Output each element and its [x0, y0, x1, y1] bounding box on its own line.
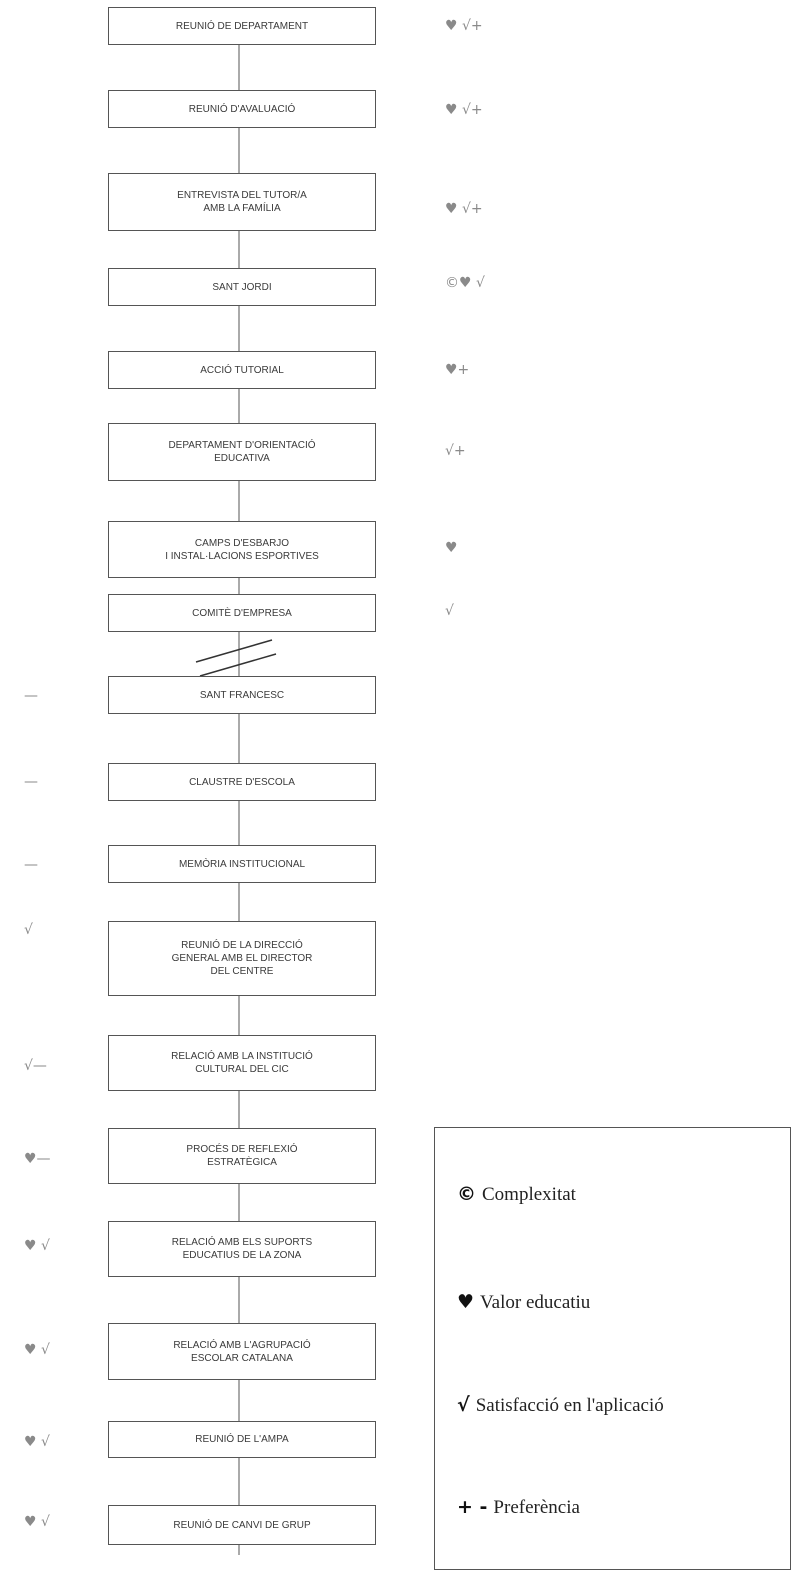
step-box-orientacio: DEPARTAMENT D'ORIENTACIÓ EDUCATIVA: [108, 423, 376, 481]
legend-box: © Complexitat ♥Valor educatiu √Satisfacci…: [434, 1127, 791, 1570]
step-marks-accio-tutorial: ♥+: [445, 362, 470, 378]
step-box-sant-francesc: SANT FRANCESC: [108, 676, 376, 714]
step-box-sant-jordi: SANT JORDI: [108, 268, 376, 306]
step-label: CAMPS D'ESBARJO I INSTAL·LACIONS ESPORTI…: [165, 537, 319, 562]
step-box-direccio-general: REUNIÓ DE LA DIRECCIÓ GENERAL AMB EL DIR…: [108, 921, 376, 996]
legend-row-satisfaction: √Satisfacció en l'aplicació: [457, 1394, 664, 1417]
step-box-entrevista: ENTREVISTA DEL TUTOR/A AMB LA FAMÍLIA: [108, 173, 376, 231]
break-mark-line-2: [199, 653, 277, 677]
legend-row-complexity: © Complexitat: [457, 1183, 576, 1206]
step-label: DEPARTAMENT D'ORIENTACIÓ EDUCATIVA: [168, 440, 316, 464]
step-marks-agrupacio-escolar: ♥ √: [24, 1342, 50, 1358]
step-box-memoria: MEMÒRIA INSTITUCIONAL: [108, 845, 376, 883]
step-label: CLAUSTRE D'ESCOLA: [189, 776, 295, 788]
step-marks-memoria: —: [24, 857, 38, 873]
step-marks-orientacio: √+: [445, 443, 466, 459]
legend-label-satisfaction: Satisfacció en l'aplicació: [475, 1395, 664, 1416]
step-label: SANT FRANCESC: [199, 689, 285, 701]
legend-label-preference: Preferència: [493, 1497, 580, 1518]
step-box-reflexio-estrategica: PROCÉS DE REFLEXIÓ ESTRATÈGICA: [108, 1128, 376, 1184]
legend-label-complexity: Complexitat: [482, 1184, 576, 1205]
heart-icon: ♥: [457, 1291, 475, 1313]
step-marks-departament: ♥ √+: [445, 18, 483, 34]
legend-row-value: ♥Valor educatiu: [457, 1291, 590, 1314]
step-marks-sant-jordi: ©♥ √: [445, 275, 485, 291]
step-box-institucio-cic: RELACIÓ AMB LA INSTITUCIÓ CULTURAL DEL C…: [108, 1035, 376, 1091]
step-label: REUNIÓ DE LA DIRECCIÓ GENERAL AMB EL DIR…: [171, 940, 313, 977]
step-marks-institucio-cic: √—: [24, 1058, 47, 1074]
step-marks-entrevista: ♥ √+: [445, 201, 483, 217]
step-box-agrupacio-escolar: RELACIÓ AMB L'AGRUPACIÓ ESCOLAR CATALANA: [108, 1323, 376, 1380]
checkmark-root-icon: √: [457, 1394, 470, 1416]
step-box-claustre: CLAUSTRE D'ESCOLA: [108, 763, 376, 801]
step-label: ACCIÓ TUTORIAL: [200, 364, 284, 376]
step-label: REUNIÓ D'AVALUACIÓ: [188, 103, 296, 115]
step-label: PROCÉS DE REFLEXIÓ ESTRATÈGICA: [186, 1144, 298, 1168]
legend-label-value: Valor educatiu: [480, 1292, 591, 1313]
step-box-accio-tutorial: ACCIÓ TUTORIAL: [108, 351, 376, 389]
step-box-comite-empresa: COMITÈ D'EMPRESA: [108, 594, 376, 632]
step-label: RELACIÓ AMB L'AGRUPACIÓ ESCOLAR CATALANA: [173, 1339, 311, 1364]
step-marks-suports-educatius: ♥ √: [24, 1238, 50, 1254]
step-label: RELACIÓ AMB ELS SUPORTS EDUCATIUS DE LA …: [171, 1237, 313, 1261]
step-marks-direccio-general: √: [24, 922, 33, 938]
step-marks-comite-empresa: √: [445, 603, 454, 619]
step-marks-camps-esbarjo: ♥: [445, 540, 458, 556]
step-marks-reflexio-estrategica: ♥—: [24, 1151, 51, 1167]
copyright-icon: ©: [457, 1183, 476, 1205]
step-label: REUNIÓ DE L'AMPA: [195, 1434, 289, 1445]
step-box-avaluacio: REUNIÓ D'AVALUACIÓ: [108, 90, 376, 128]
step-label: RELACIÓ AMB LA INSTITUCIÓ CULTURAL DEL C…: [171, 1051, 313, 1075]
legend-row-preference: + -Preferència: [457, 1496, 580, 1519]
step-marks-sant-francesc: —: [24, 688, 38, 704]
step-label: REUNIÓ DE DEPARTAMENT: [175, 20, 309, 32]
step-label: SANT JORDI: [212, 281, 272, 293]
step-box-suports-educatius: RELACIÓ AMB ELS SUPORTS EDUCATIUS DE LA …: [108, 1221, 376, 1277]
plus-minus-icon: + -: [457, 1496, 488, 1518]
step-box-camps-esbarjo: CAMPS D'ESBARJO I INSTAL·LACIONS ESPORTI…: [108, 521, 376, 578]
step-marks-claustre: —: [24, 774, 38, 790]
step-label: REUNIÓ DE CANVI DE GRUP: [173, 1519, 311, 1531]
step-box-canvi-grup: REUNIÓ DE CANVI DE GRUP: [108, 1505, 376, 1545]
step-box-departament: REUNIÓ DE DEPARTAMENT: [108, 7, 376, 45]
step-label: ENTREVISTA DEL TUTOR/A AMB LA FAMÍLIA: [177, 190, 307, 214]
step-label: MEMÒRIA INSTITUCIONAL: [178, 858, 306, 870]
break-mark-line-1: [195, 639, 273, 663]
step-marks-canvi-grup: ♥ √: [24, 1514, 50, 1530]
step-box-ampa: REUNIÓ DE L'AMPA: [108, 1421, 376, 1458]
step-label: COMITÈ D'EMPRESA: [192, 607, 292, 619]
step-marks-avaluacio: ♥ √+: [445, 102, 483, 118]
step-marks-ampa: ♥ √: [24, 1434, 50, 1450]
